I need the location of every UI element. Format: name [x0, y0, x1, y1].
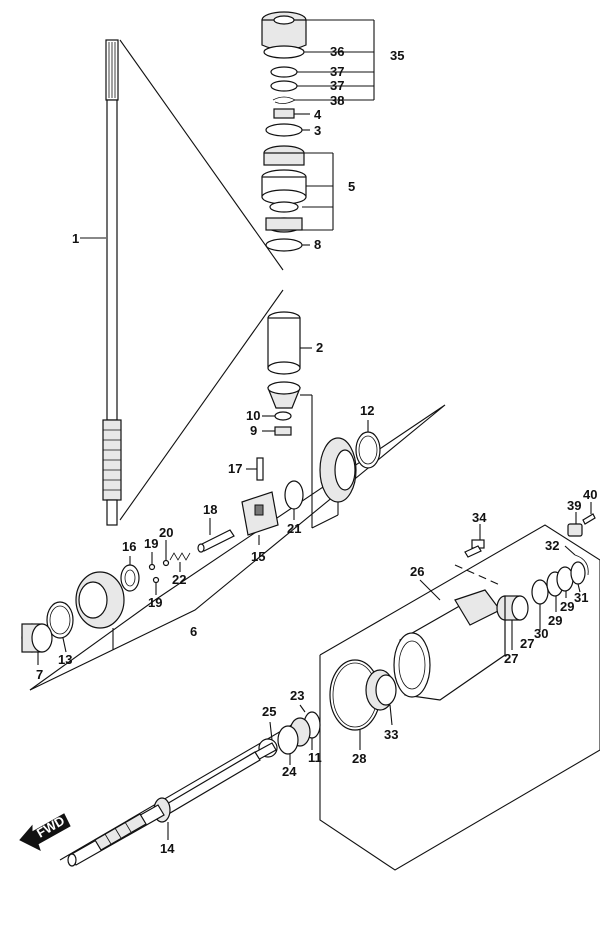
label-11: 11	[308, 750, 322, 765]
label-31: 31	[574, 590, 588, 605]
part-labels: 1 2 3 4 5 6 7 8 9 10 11 12 13 14 15 16 1…	[36, 44, 597, 856]
label-13: 13	[58, 652, 72, 667]
gearcase-housing-group	[329, 502, 596, 750]
label-4: 4	[314, 107, 322, 122]
label-7: 7	[36, 667, 43, 682]
label-30: 30	[534, 626, 548, 641]
label-19b: 19	[148, 595, 162, 610]
label-24: 24	[282, 764, 297, 779]
label-9: 9	[250, 423, 257, 438]
label-5: 5	[348, 179, 355, 194]
label-33: 33	[384, 727, 398, 742]
label-6: 6	[190, 624, 197, 639]
label-38: 38	[330, 93, 344, 108]
label-27b: 27	[520, 636, 534, 651]
gear-group	[21, 420, 381, 665]
label-1: 1	[72, 231, 79, 246]
label-27a: 27	[504, 651, 518, 666]
label-8: 8	[314, 237, 321, 252]
label-2: 2	[316, 340, 323, 355]
upper-bearing-stack	[261, 11, 375, 252]
label-34: 34	[472, 510, 487, 525]
label-19a: 19	[144, 536, 158, 551]
label-16: 16	[122, 539, 136, 554]
label-26: 26	[410, 564, 424, 579]
label-39: 39	[567, 498, 581, 513]
fwd-arrow-icon: FWD	[19, 813, 71, 851]
label-14: 14	[160, 841, 175, 856]
label-17: 17	[228, 461, 242, 476]
label-10: 10	[246, 408, 260, 423]
label-35: 35	[390, 48, 404, 63]
label-36: 36	[330, 44, 344, 59]
label-22: 22	[172, 572, 186, 587]
pinion-assembly	[262, 311, 313, 528]
label-37a: 37	[330, 64, 344, 79]
label-29a: 29	[548, 613, 562, 628]
label-21: 21	[287, 521, 301, 536]
label-37b: 37	[330, 78, 344, 93]
label-20: 20	[159, 525, 173, 540]
label-12: 12	[360, 403, 374, 418]
label-28: 28	[352, 751, 366, 766]
drive-shaft	[80, 39, 122, 526]
label-40: 40	[583, 487, 597, 502]
label-18: 18	[203, 502, 217, 517]
propeller-shaft-group	[67, 704, 321, 867]
label-29b: 29	[560, 599, 574, 614]
label-32: 32	[545, 538, 559, 553]
label-23: 23	[290, 688, 304, 703]
label-25: 25	[262, 704, 276, 719]
label-15: 15	[251, 549, 265, 564]
label-3: 3	[314, 123, 321, 138]
